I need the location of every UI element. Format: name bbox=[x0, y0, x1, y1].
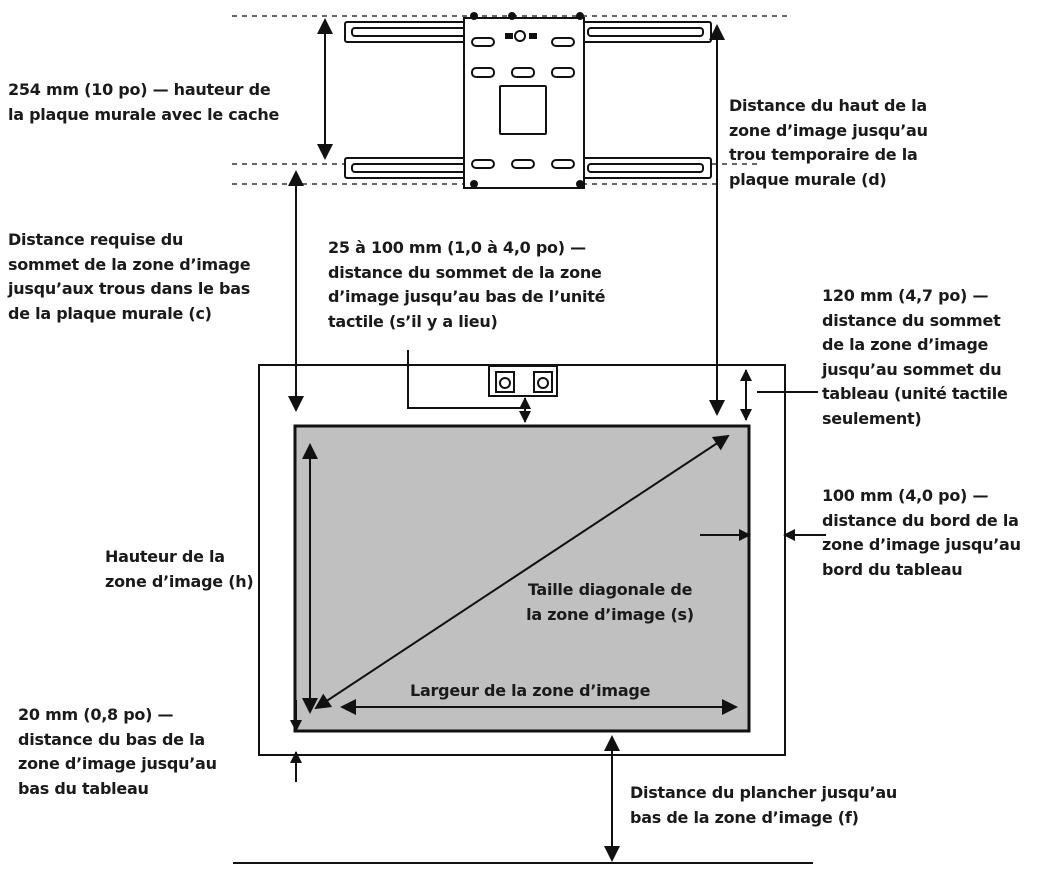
label-image-height: Hauteur de la zone d’image (h) bbox=[105, 547, 254, 591]
label-board-top-distance: 120 mm (4,7 po) — distance du sommet de … bbox=[822, 286, 1008, 428]
label-diagonal: Taille diagonale de la zone d’image (s) bbox=[526, 580, 694, 624]
label-top-to-temp-hole: Distance du haut de la zone d’image jusq… bbox=[729, 96, 928, 189]
wall-plate bbox=[232, 12, 790, 189]
leader-touch-unit bbox=[407, 350, 520, 409]
label-floor-distance: Distance du plancher jusqu’au bas de la … bbox=[630, 783, 898, 827]
touch-unit bbox=[488, 365, 558, 397]
label-plate-height: 254 mm (10 po) — hauteur de la plaque mu… bbox=[8, 80, 280, 124]
label-bottom-margin: 20 mm (0,8 po) — distance du bas de la z… bbox=[18, 705, 217, 798]
arrow-diagonal bbox=[314, 434, 730, 710]
label-side-margin: 100 mm (4,0 po) — distance du bord de la… bbox=[822, 486, 1021, 579]
label-touch-unit-distance: 25 à 100 mm (1,0 à 4,0 po) — distance du… bbox=[328, 238, 606, 331]
label-required-distance: Distance requise du sommet de la zone d’… bbox=[8, 230, 251, 323]
label-image-width: Largeur de la zone d’image bbox=[410, 681, 651, 700]
dimension-arrows bbox=[288, 18, 826, 862]
